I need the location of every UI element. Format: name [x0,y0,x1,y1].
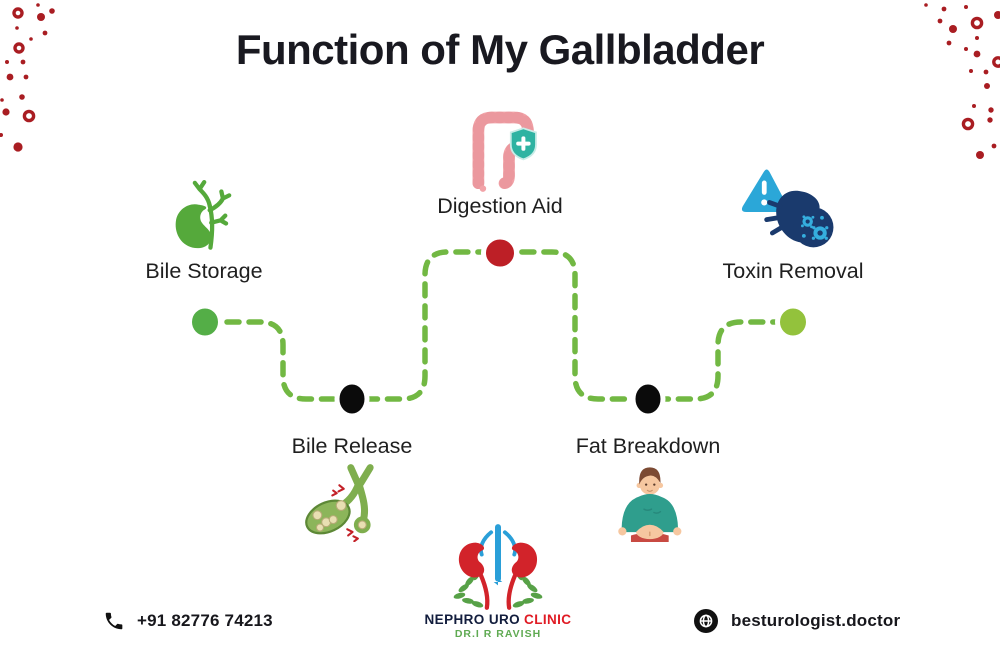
step-dot-bile-storage [187,303,223,341]
label-digestion-aid: Digestion Aid [437,194,563,218]
intestine-shield-icon [472,111,537,192]
phone-number: +91 82776 74213 [137,611,273,630]
corner-dots-topright-icon [924,3,1000,159]
clinic-name-accent: CLINIC [524,612,572,627]
label-fat-breakdown: Fat Breakdown [575,434,721,458]
footer-website: besturologist.doctor [693,606,900,636]
phone-icon [105,612,123,630]
step-dot-fat-breakdown [630,379,666,419]
label-bile-storage: Bile Storage [145,259,263,283]
footer-phone: +91 82776 74213 [103,606,273,636]
step-dot-bile-release [334,379,370,419]
globe-icon [694,609,718,633]
page-title: Function of My Gallbladder [235,26,765,73]
step-dot-digestion-aid [481,234,519,272]
step-dot-toxin-removal [775,303,811,341]
corner-dots-topleft-icon [0,3,55,152]
label-toxin-removal: Toxin Removal [722,259,864,283]
clinic-name-primary: NEPHRO URO [424,612,521,627]
website-url: besturologist.doctor [731,611,901,630]
label-bile-release: Bile Release [291,434,413,458]
obese-person-icon [618,467,682,542]
toxin-kidney-icon [741,169,834,248]
clinic-doctor-name: DR.I R RAVISH [454,628,542,640]
gallbladder-icon [305,464,374,542]
clinic-logo-kidneys-icon [453,524,543,610]
green-kidney-icon [175,179,232,250]
